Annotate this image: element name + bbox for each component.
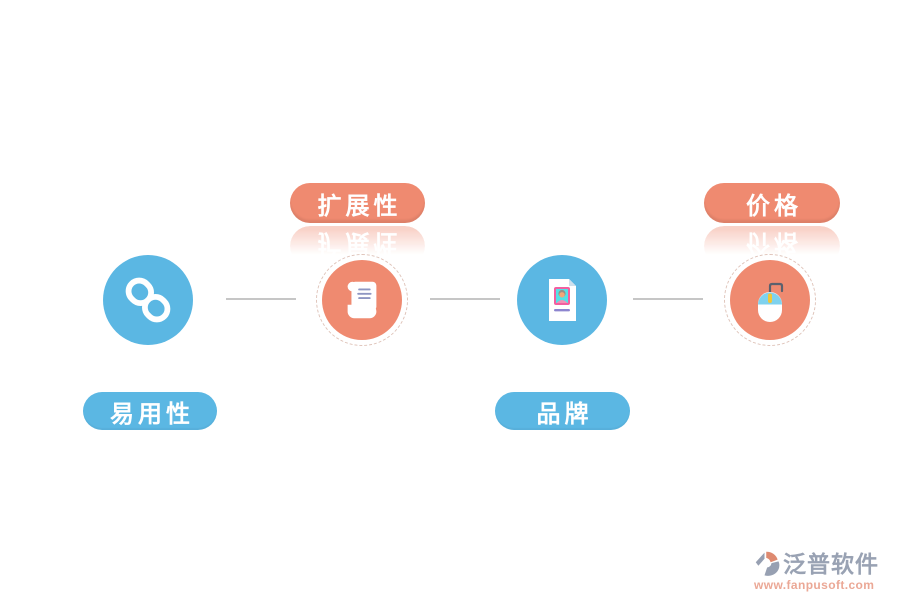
label-brand: 品牌 xyxy=(495,392,630,430)
id-card-icon xyxy=(549,279,576,321)
connector-line xyxy=(226,298,296,300)
fanpu-logo-icon xyxy=(755,551,780,576)
node-brand xyxy=(517,255,607,345)
node-ease-of-use xyxy=(103,255,193,345)
label-expandability: 扩展性 xyxy=(290,183,425,223)
connector-line xyxy=(430,298,500,300)
label-price: 价格 xyxy=(704,183,840,223)
connector-line xyxy=(633,298,703,300)
dashed-ring xyxy=(724,254,816,346)
brand-logo-row: 泛普软件 xyxy=(754,549,886,579)
company-website: www.fanpusoft.com xyxy=(754,578,875,592)
brand-logo: 泛普软件 www.fanpusoft.com xyxy=(754,549,886,592)
scroll-icon xyxy=(347,281,377,319)
node-expandability xyxy=(322,260,402,340)
chain-link-icon xyxy=(125,277,171,323)
company-name: 泛普软件 xyxy=(783,550,879,577)
dashed-ring xyxy=(316,254,408,346)
mouse-icon xyxy=(758,282,784,322)
label-ease-of-use: 易用性 xyxy=(83,392,217,430)
node-price xyxy=(730,260,810,340)
